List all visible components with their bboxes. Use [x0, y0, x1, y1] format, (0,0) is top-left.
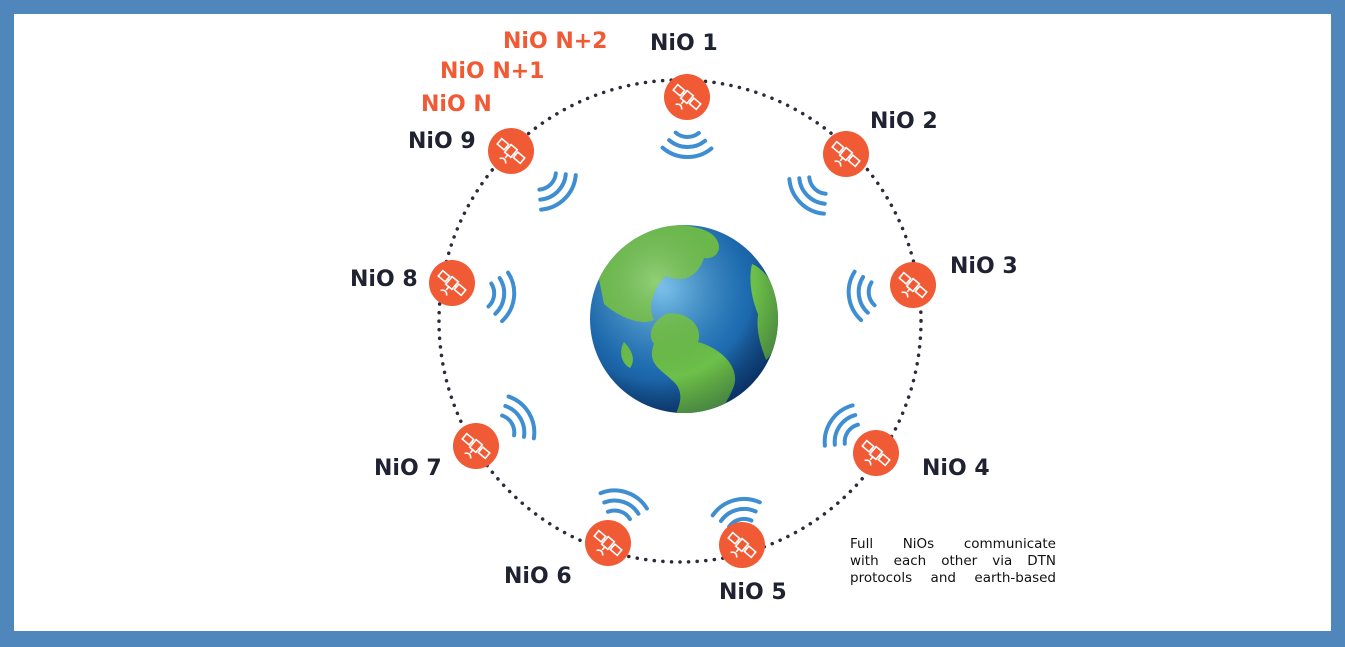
wave-arc: [856, 274, 870, 315]
wave-arc: [842, 422, 860, 446]
satellite-icon: [853, 430, 899, 476]
signal-waves-icon: [500, 394, 537, 441]
satellite-icon: [719, 522, 765, 568]
wave-arc: [846, 269, 864, 323]
signal-waves-icon: [710, 496, 762, 529]
wave-arc: [598, 488, 649, 511]
satellite-icon: [585, 520, 631, 566]
node-label-3: NiO 3: [950, 254, 1018, 279]
caption: Full NiOs communicate with each other vi…: [850, 536, 1056, 587]
signal-waves-icon: [660, 130, 714, 159]
wave-arc: [866, 280, 877, 308]
satellite-icon: [823, 131, 869, 177]
satellites: [429, 74, 936, 568]
satellite-icon: [664, 74, 710, 120]
extra-label-n-plus-2: NiO N+2: [503, 29, 607, 54]
satellite-icon: [488, 128, 534, 174]
diagram-frame: NiO 1 NiO 2 NiO 3 NiO 4 NiO 5 NiO 6 NiO …: [14, 14, 1331, 631]
satellite-icon: [890, 262, 936, 308]
node-label-2: NiO 2: [870, 109, 938, 134]
caption-line-2: with each other via DTN: [850, 553, 1056, 569]
signal-waves: [486, 130, 877, 529]
signal-waves-icon: [787, 175, 828, 216]
node-label-9: NiO 9: [408, 129, 476, 154]
wave-arc: [506, 394, 537, 441]
caption-line-1: Full NiOs communicate: [850, 536, 1056, 552]
node-label-8: NiO 8: [350, 267, 418, 292]
wave-arc: [822, 403, 855, 448]
wave-arc: [710, 496, 762, 518]
extra-label-n-plus-1: NiO N+1: [440, 59, 544, 84]
extra-label-n: NiO N: [421, 92, 492, 117]
signal-waves-icon: [486, 270, 517, 324]
wave-arc: [539, 173, 578, 212]
wave-arc: [493, 276, 507, 316]
satellite-network-diagram: NiO 1 NiO 2 NiO 3 NiO 4 NiO 5 NiO 6 NiO …: [350, 29, 1018, 605]
wave-arc: [673, 130, 701, 139]
wave-arc: [503, 403, 527, 439]
wave-arc: [807, 175, 828, 196]
satellite-icon: [453, 423, 499, 469]
wave-arc: [500, 413, 517, 438]
wave-arc: [537, 171, 558, 192]
node-label-4: NiO 4: [922, 456, 990, 481]
wave-arc: [500, 270, 517, 324]
earth-globe-icon: [590, 225, 778, 413]
node-label-1: NiO 1: [650, 31, 718, 56]
wave-arc: [797, 176, 827, 206]
wave-arc: [727, 516, 754, 529]
wave-arc: [486, 281, 497, 309]
signal-waves-icon: [846, 269, 877, 323]
wave-arc: [787, 177, 826, 216]
node-label-7: NiO 7: [374, 456, 442, 481]
signal-waves-icon: [598, 488, 649, 522]
signal-waves-icon: [537, 171, 578, 212]
node-label-6: NiO 6: [504, 564, 572, 589]
wave-arc: [660, 145, 714, 159]
wave-arc: [602, 498, 641, 516]
node-label-5: NiO 5: [719, 580, 787, 605]
satellite-icon: [429, 260, 475, 306]
wave-arc: [718, 506, 758, 524]
wave-arc: [832, 413, 858, 447]
signal-waves-icon: [822, 403, 860, 448]
wave-arc: [538, 172, 568, 202]
caption-line-3: protocols and earth-based: [850, 570, 1056, 586]
wave-arc: [605, 508, 632, 522]
wave-arc: [667, 138, 708, 149]
